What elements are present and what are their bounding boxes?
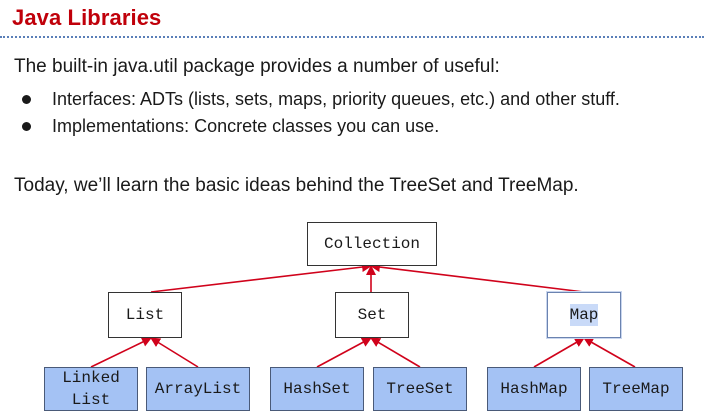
node-set: Set <box>335 292 409 338</box>
node-hashmap: HashMap <box>487 367 581 411</box>
node-arraylist: ArrayList <box>146 367 250 411</box>
node-label: Collection <box>323 235 420 253</box>
bullet-dot-icon <box>22 122 31 131</box>
bullet-list: Interfaces: ADTs (lists, sets, maps, pri… <box>14 86 620 140</box>
node-label-line1: Linked <box>62 369 120 387</box>
arrow-hashmap-to-map <box>533 337 585 368</box>
bullet-item-implementations: Implementations: Concrete classes you ca… <box>14 113 620 140</box>
node-label-line2: List <box>71 391 111 409</box>
arrow-map-to-collection <box>370 262 585 293</box>
arrow-hashset-to-set <box>316 337 372 368</box>
node-label: HashSet <box>283 380 351 398</box>
node-label: TreeSet <box>386 380 454 398</box>
node-treeset: TreeSet <box>373 367 467 411</box>
arrow-treemap-to-map <box>583 337 636 368</box>
bullet-item-interfaces: Interfaces: ADTs (lists, sets, maps, pri… <box>14 86 620 113</box>
node-collection: Collection <box>307 222 437 266</box>
node-map[interactable]: Map <box>547 292 621 338</box>
arrow-treeset-to-set <box>370 337 421 368</box>
node-hashset: HashSet <box>270 367 364 411</box>
node-label-selected: Map <box>569 304 599 326</box>
arrow-linkedlist-to-list <box>90 337 152 368</box>
today-text: Today, we’ll learn the basic ideas behin… <box>14 175 579 196</box>
bullet-dot-icon <box>22 95 31 104</box>
bullet-text: Interfaces: ADTs (lists, sets, maps, pri… <box>52 89 620 109</box>
node-label: Set <box>357 306 387 324</box>
node-label: HashMap <box>500 380 568 398</box>
slide-title: Java Libraries <box>12 5 162 30</box>
node-list: List <box>108 292 182 338</box>
bullet-text: Implementations: Concrete classes you ca… <box>52 116 440 136</box>
node-label: TreeMap <box>602 380 670 398</box>
intro-text: The built-in java.util package provides … <box>14 56 500 77</box>
title-divider <box>0 36 704 38</box>
node-label: ArrayList <box>154 380 242 398</box>
node-treemap: TreeMap <box>589 367 683 411</box>
node-linkedlist: Linked List <box>44 367 138 411</box>
arrow-arraylist-to-list <box>150 337 199 368</box>
arrow-list-to-collection <box>150 262 372 293</box>
node-label: List <box>125 306 165 324</box>
